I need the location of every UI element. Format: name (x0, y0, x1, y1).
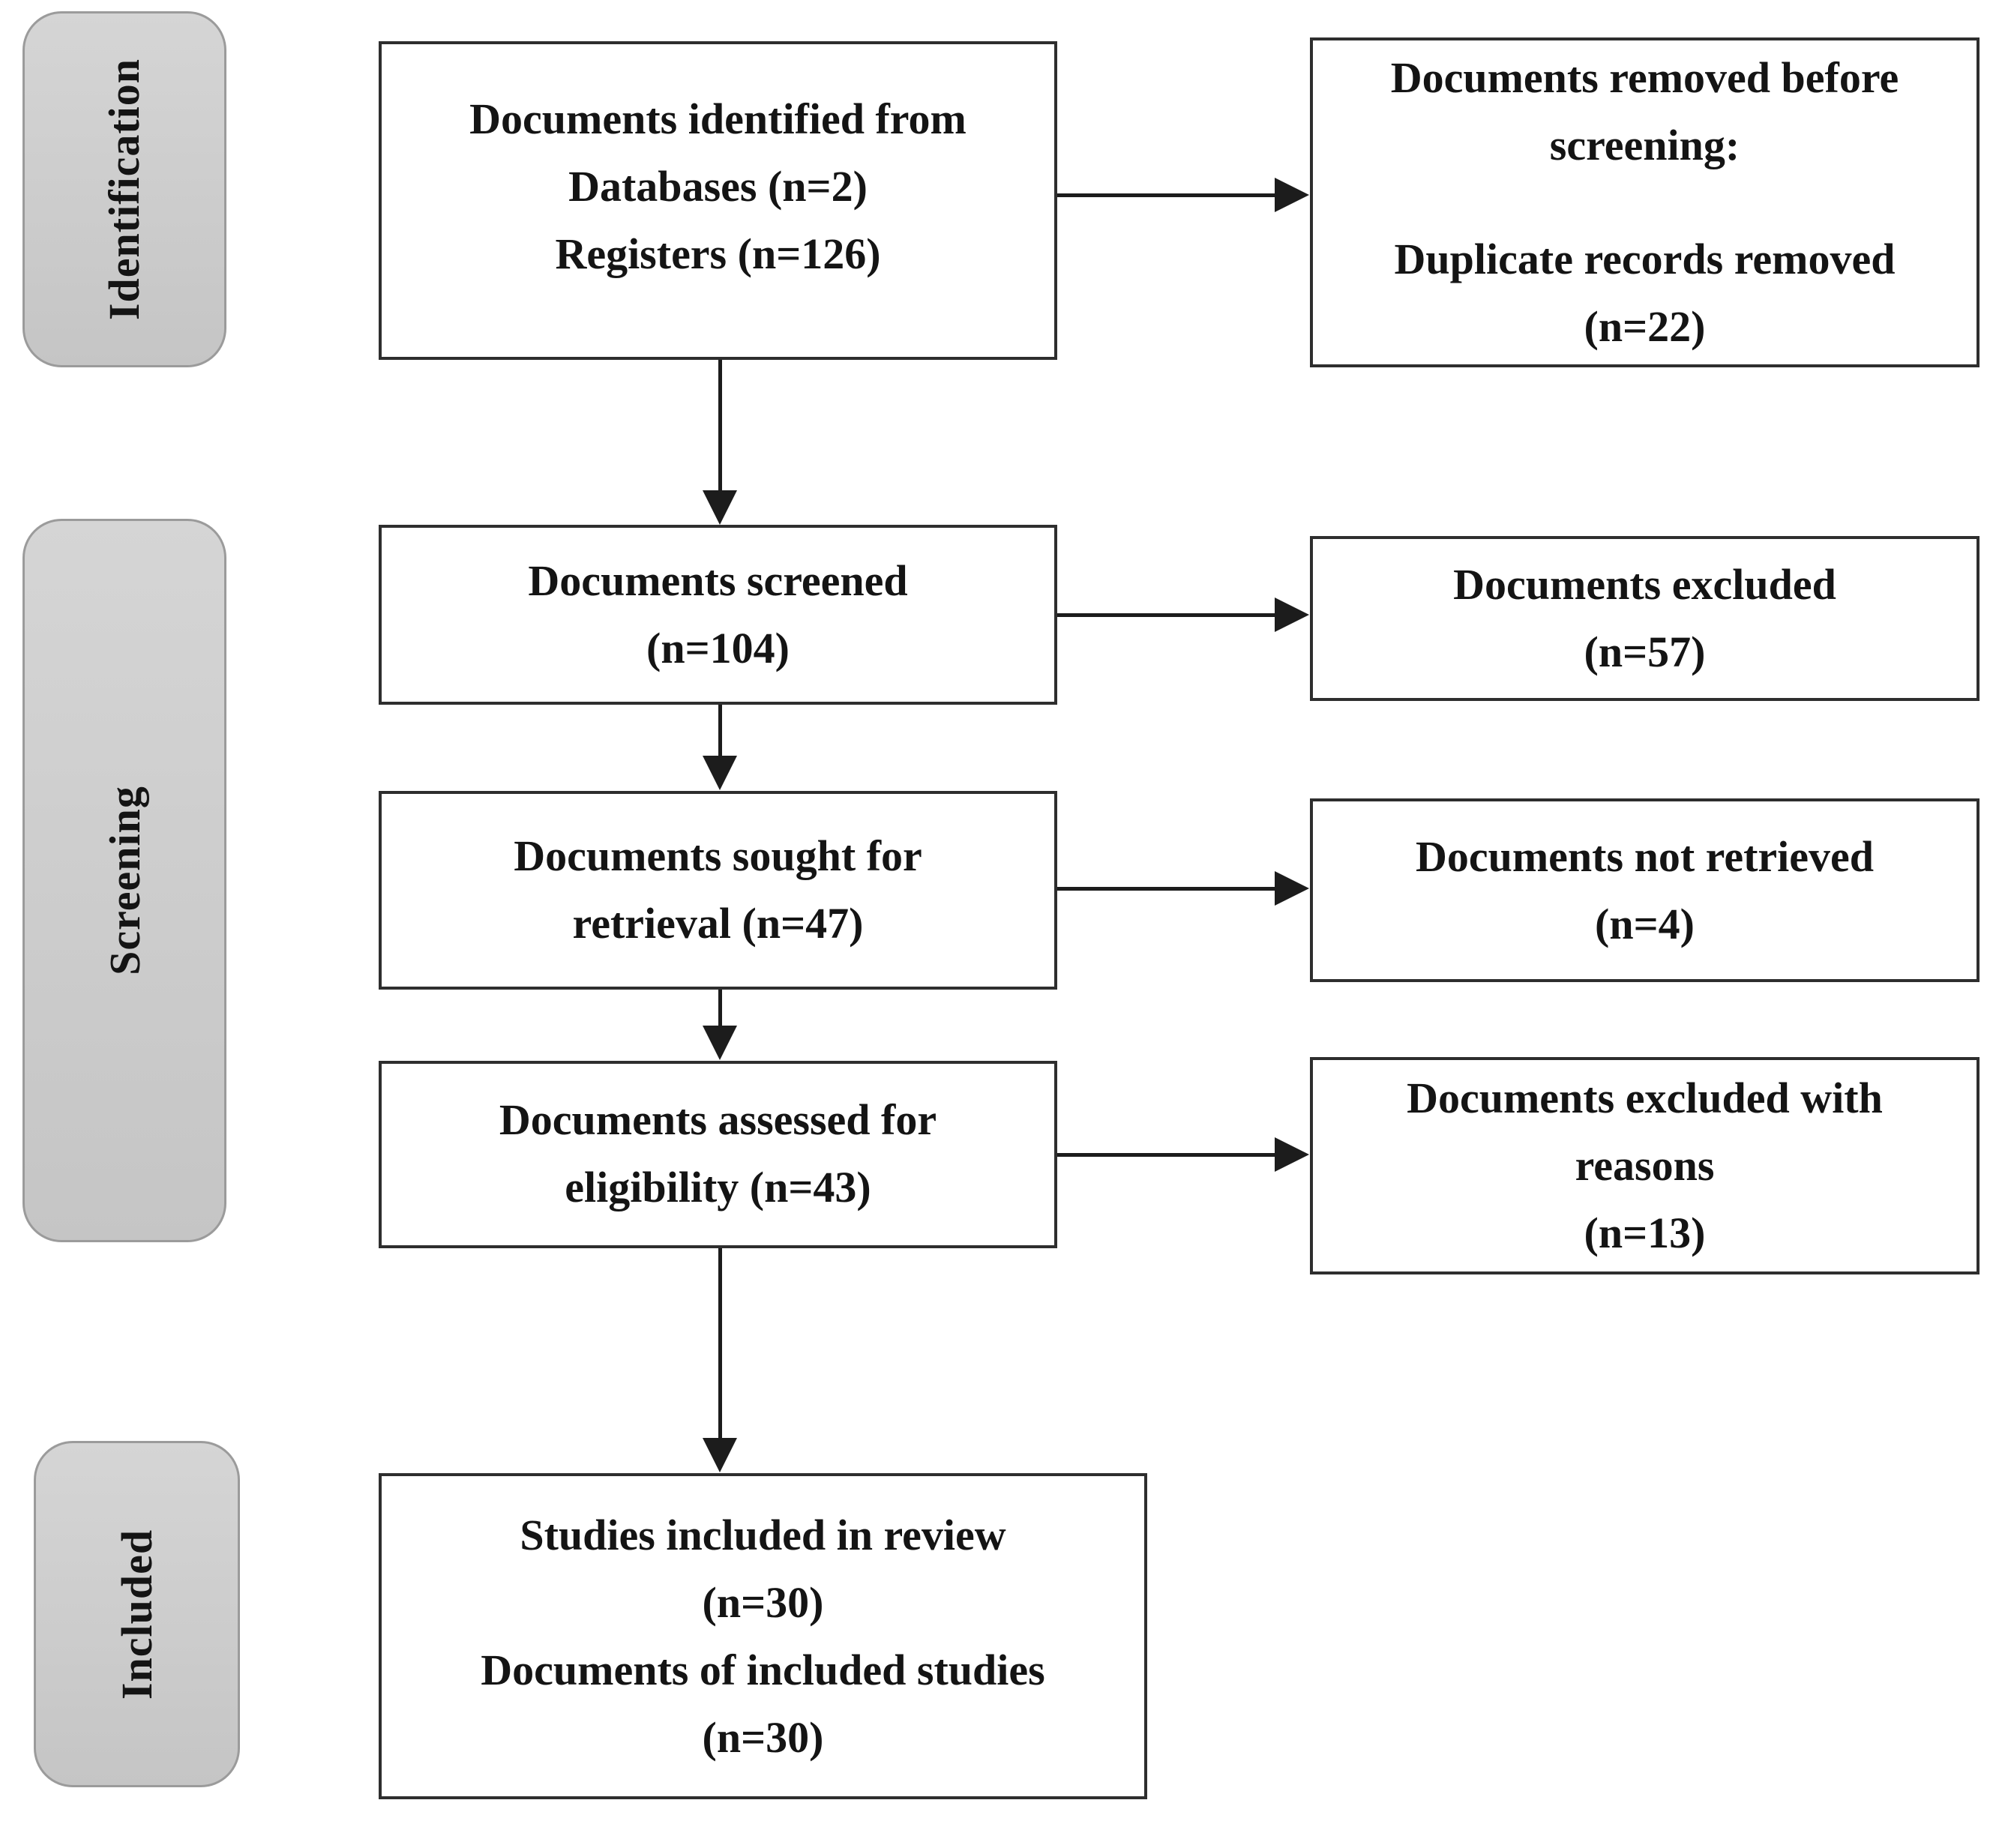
box-documents-removed-line-2: screening: (1549, 121, 1740, 169)
box-documents-excluded-reasons-line-1: Documents excluded with (1407, 1074, 1883, 1122)
arrow-screened-to-sought-line (718, 705, 722, 757)
stage-identification: Identification (22, 11, 226, 367)
box-documents-screened-line-1: Documents screened (528, 556, 908, 605)
box-documents-removed: Documents removed before screening: Dupl… (1310, 37, 1980, 367)
box-studies-included-line-1: Studies included in review (520, 1510, 1006, 1559)
box-documents-removed-line-1: Documents removed before (1390, 53, 1899, 102)
box-documents-identified-line-3: Registers (n=126) (555, 229, 881, 278)
arrow-screened-to-sought-head (703, 756, 737, 790)
box-documents-excluded-reasons-line-2: reasons (1575, 1141, 1715, 1190)
box-documents-sought-line-2: retrieval (n=47) (572, 899, 864, 948)
box-studies-included-line-3: Documents of included studies (481, 1645, 1045, 1694)
stage-screening: Screening (22, 519, 226, 1242)
box-studies-included-line-2: (n=30) (702, 1577, 824, 1627)
box-documents-identified-line-2: Databases (n=2) (568, 162, 868, 211)
box-documents-sought-line-1: Documents sought for (514, 831, 922, 880)
arrow-identified-to-removed-head (1275, 178, 1309, 212)
stage-identification-label: Identification (100, 58, 149, 321)
box-documents-sought: Documents sought for retrieval (n=47) (379, 791, 1057, 990)
box-documents-not-retrieved: Documents not retrieved (n=4) (1310, 798, 1980, 982)
arrow-sought-to-assessed-line (718, 990, 722, 1027)
arrow-screened-to-excluded-line (1057, 613, 1276, 617)
arrow-assessed-to-excluded-reasons-line (1057, 1153, 1276, 1157)
box-documents-identified-line-1: Documents identified from (469, 94, 967, 143)
arrow-identified-to-screened-head (703, 490, 737, 525)
box-documents-excluded-line-2: (n=57) (1584, 627, 1706, 676)
box-documents-screened-line-2: (n=104) (646, 624, 790, 672)
box-documents-removed-line-3: Duplicate records removed (1394, 235, 1896, 283)
arrow-screened-to-excluded-head (1275, 598, 1309, 632)
box-documents-screened: Documents screened (n=104) (379, 525, 1057, 705)
box-documents-excluded: Documents excluded (n=57) (1310, 536, 1980, 701)
box-documents-removed-line-4: (n=22) (1584, 302, 1706, 351)
box-documents-not-retrieved-line-2: (n=4) (1595, 899, 1695, 948)
arrow-assessed-to-included-line (718, 1248, 722, 1439)
box-documents-not-retrieved-line-1: Documents not retrieved (1415, 831, 1874, 881)
stage-included: Included (34, 1441, 240, 1787)
arrow-assessed-to-included-head (703, 1438, 737, 1472)
box-documents-excluded-line-1: Documents excluded (1453, 560, 1836, 609)
box-documents-assessed-line-1: Documents assessed for (499, 1095, 937, 1144)
arrow-assessed-to-excluded-reasons-head (1275, 1137, 1309, 1172)
box-documents-assessed-line-2: eligibility (n=43) (565, 1163, 871, 1212)
arrow-sought-to-not-retrieved-head (1275, 871, 1309, 906)
arrow-identified-to-removed-line (1057, 193, 1276, 197)
box-documents-excluded-reasons: Documents excluded with reasons (n=13) (1310, 1057, 1980, 1274)
box-documents-assessed: Documents assessed for eligibility (n=43… (379, 1061, 1057, 1248)
stage-included-label: Included (112, 1529, 161, 1700)
box-documents-identified: Documents identified from Databases (n=2… (379, 41, 1057, 360)
box-documents-excluded-reasons-line-3: (n=13) (1584, 1209, 1706, 1257)
arrow-sought-to-not-retrieved-line (1057, 887, 1276, 891)
box-documents-removed-para-2: Duplicate records removed (n=22) (1313, 226, 1977, 361)
arrow-sought-to-assessed-head (703, 1026, 737, 1060)
arrow-identified-to-screened-line (718, 360, 722, 493)
stage-screening-label: Screening (100, 786, 149, 975)
box-studies-included-line-4: (n=30) (702, 1712, 824, 1762)
box-documents-removed-para-1: Documents removed before screening: (1313, 44, 1977, 179)
box-studies-included: Studies included in review (n=30) Docume… (379, 1473, 1147, 1799)
